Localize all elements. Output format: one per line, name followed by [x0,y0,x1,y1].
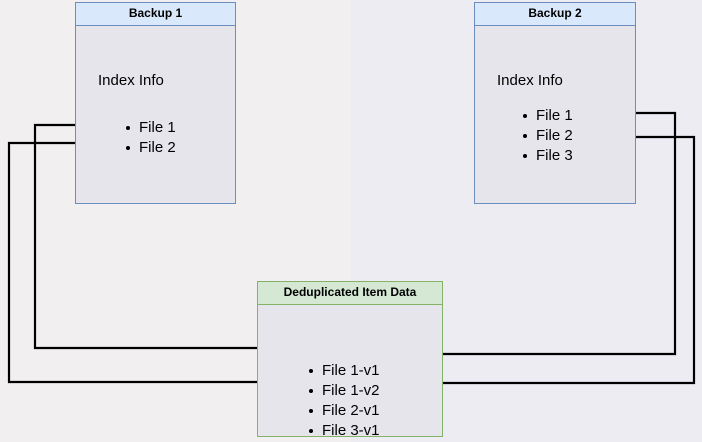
list-item: File 3 [520,146,573,166]
list-item: File 3-v1 [306,421,380,441]
backup-2-box: Backup 2 Index Info File 1 File 2 File 3 [474,2,636,204]
edge-backup1-file2-to-file2v1 [7,141,301,387]
list-item: File 1-v2 [306,381,380,401]
backup-2-index-label: Index Info [497,72,563,89]
backup-1-body: Index Info File 1 File 2 [76,26,235,203]
backup-2-body: Index Info File 1 File 2 File 3 [475,26,635,203]
deduplicated-item-data-body: File 1-v1 File 1-v2 File 2-v1 File 3-v1 [258,305,442,439]
deduplicated-item-data-header: Deduplicated Item Data [258,282,442,305]
deduplicated-item-data-box: Deduplicated Item Data File 1-v1 File 1-… [257,281,443,439]
list-item: File 1-v1 [306,361,380,381]
list-item: File 2 [123,138,176,158]
edge-backup2-file2-to-file2v1 [394,135,696,388]
edge-backup2-file1-to-file1v2 [394,111,677,359]
list-item: File 2-v1 [306,401,380,421]
list-item: File 1 [123,118,176,138]
backup-1-box: Backup 1 Index Info File 1 File 2 [75,2,236,204]
backup-1-header: Backup 1 [76,3,235,26]
backup-2-file-list: File 1 File 2 File 3 [520,106,573,166]
deduplicated-item-list: File 1-v1 File 1-v2 File 2-v1 File 3-v1 [306,361,380,441]
backup-2-header: Backup 2 [475,3,635,26]
backup-1-file-list: File 1 File 2 [123,118,176,158]
list-item: File 2 [520,126,573,146]
backup-1-index-label: Index Info [98,72,164,89]
list-item: File 1 [520,106,573,126]
